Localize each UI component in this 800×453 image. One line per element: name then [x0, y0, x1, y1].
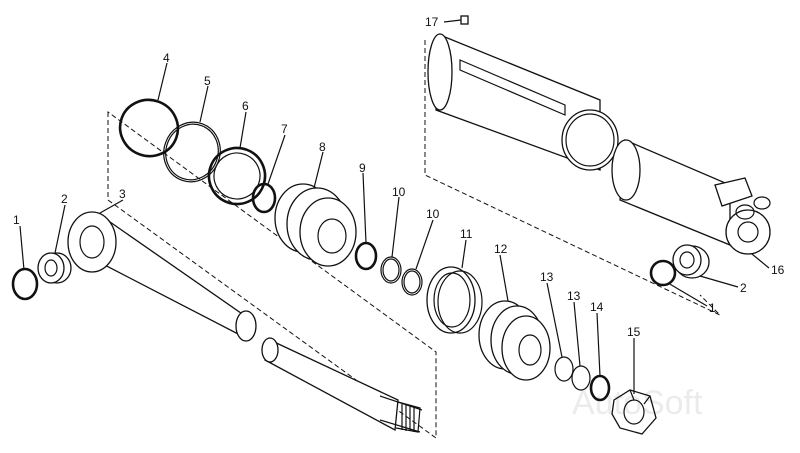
callout-2-right: 2 — [740, 281, 747, 295]
callout-8: 8 — [319, 140, 326, 154]
cylinder-assembly-outline — [424, 40, 721, 316]
callout-3: 3 — [119, 187, 126, 201]
callout-12: 12 — [494, 242, 508, 256]
rod-assembly-outline — [107, 111, 437, 439]
callout-10-b: 10 — [426, 207, 440, 221]
ring-part-9 — [354, 241, 378, 271]
callout-15: 15 — [627, 325, 641, 339]
small-ring-part-7 — [251, 182, 277, 214]
callout-16: 16 — [771, 263, 785, 277]
callout-11: 11 — [460, 227, 473, 241]
ring-part-10-a — [380, 256, 402, 284]
cylinder-barrel-part-16-upper — [427, 33, 619, 171]
callout-10-a: 10 — [392, 185, 406, 199]
callout-17: 17 — [425, 15, 439, 29]
band-part-11 — [426, 266, 483, 334]
callout-9: 9 — [359, 161, 366, 175]
seal-ring-part-5 — [163, 121, 221, 183]
callout-5: 5 — [204, 74, 211, 88]
callout-14: 14 — [590, 300, 604, 314]
bushing-part-2-right — [672, 244, 710, 279]
piston-part-12 — [478, 300, 551, 381]
callout-13-b: 13 — [567, 289, 581, 303]
gland-part-8 — [274, 183, 357, 267]
callout-13-a: 13 — [540, 270, 554, 284]
callout-2-left: 2 — [61, 192, 68, 206]
ring-part-13-a — [554, 356, 574, 382]
nut-part-15 — [611, 389, 657, 435]
fitting-part-17 — [460, 15, 469, 25]
callout-1-right: 1 — [709, 301, 716, 315]
leader-lines — [19, 19, 770, 394]
piston-rod-part-3 — [67, 211, 423, 433]
callout-1-left: 1 — [13, 213, 20, 227]
o-ring-part-1-left — [11, 267, 39, 301]
watermark-text: AutoSoft — [572, 384, 703, 422]
seal-ring-part-6 — [207, 146, 267, 206]
callout-4: 4 — [163, 51, 170, 65]
o-ring-part-1-right — [649, 259, 677, 287]
callout-7: 7 — [281, 122, 288, 136]
seal-ring-part-4 — [118, 98, 180, 158]
ring-part-10-b — [401, 268, 423, 296]
ring-part-13-b — [571, 365, 591, 391]
bushing-part-2-left — [37, 252, 72, 284]
callout-6: 6 — [242, 99, 249, 113]
cylinder-barrel-part-16-lower — [611, 139, 771, 255]
